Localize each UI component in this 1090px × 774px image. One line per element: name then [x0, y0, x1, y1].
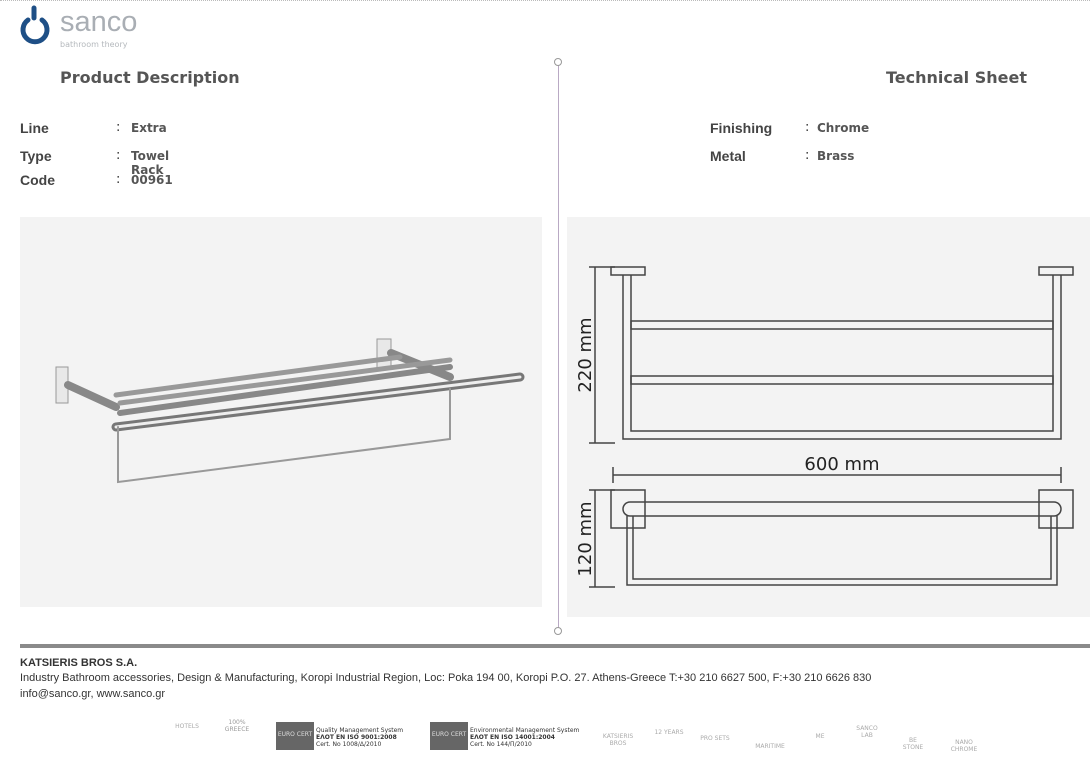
spec-value: Chrome	[817, 121, 870, 135]
badge-pro-sets: PRO SETS	[700, 735, 730, 742]
spec-label: Code	[20, 172, 55, 188]
spec-value: Brass	[817, 149, 855, 163]
badge-nano-chrome: NANO CHROME	[950, 739, 978, 753]
ems-cert-no: Cert. No 144/Π/2010	[470, 741, 532, 748]
spec-value: Towel Rack	[131, 149, 170, 177]
qms-cert: Quality Management System ΕΛΟΤ EN ISO 90…	[316, 727, 403, 748]
height-dimension: 220 mm	[575, 317, 596, 392]
ems-cert: Environmental Management System ΕΛΟΤ EN …	[470, 727, 579, 748]
technical-sheet-title: Technical Sheet	[886, 68, 1027, 87]
spec-sep: :	[805, 120, 810, 135]
product-description-title: Product Description	[60, 68, 240, 87]
certifications: HOTELS 100% GREECE EURO CERT Quality Man…	[170, 715, 990, 755]
divider-dot-bottom	[554, 627, 562, 635]
spec-sep: :	[805, 148, 810, 163]
divider-dot-top	[554, 58, 562, 66]
drop-icon	[20, 5, 50, 45]
column-divider	[558, 62, 559, 632]
badge-be-stone: BE STONE	[902, 737, 924, 751]
towel-rack-image	[55, 338, 525, 484]
brand-tagline: bathroom theory	[60, 40, 128, 49]
spec-label: Line	[20, 120, 49, 136]
qms-title: Quality Management System	[316, 727, 404, 734]
technical-drawing: 220 mm 600 mm 120 mm	[567, 217, 1090, 617]
dimension-drawing: 220 mm 600 mm 120 mm	[575, 266, 1074, 588]
qms-cert-no: Cert. No 1008/Δ/2010	[316, 741, 382, 748]
ems-title: Environmental Management System	[470, 727, 580, 734]
sanco-logo[interactable]: sanco bathroom theory	[18, 4, 148, 50]
spec-value: 00961	[131, 173, 173, 187]
spec-label: Type	[20, 148, 52, 164]
spec-sep: :	[116, 148, 121, 163]
badge-katsieris: KATSIERIS BROS	[602, 733, 634, 747]
hotels-badge: HOTELS	[175, 723, 199, 730]
spec-label: Metal	[710, 148, 746, 164]
depth-dimension: 120 mm	[575, 501, 596, 576]
badge-12-years: 12 YEARS	[654, 729, 684, 736]
width-dimension: 600 mm	[804, 454, 879, 475]
greece-badge: 100% GREECE	[224, 719, 250, 733]
spec-label: Finishing	[710, 120, 773, 136]
qms-standard: ΕΛΟΤ EN ISO 9001:2008	[316, 734, 397, 741]
spec-value: Extra	[131, 121, 167, 135]
footer-divider	[20, 644, 1090, 648]
spec-sep: :	[116, 172, 121, 187]
company-name: KATSIERIS BROS S.A.	[20, 657, 138, 669]
ems-standard: ΕΛΟΤ EN ISO 14001:2004	[470, 734, 555, 741]
brand-name: sanco	[60, 6, 138, 38]
badge-sanco-lab: SANCO LAB	[856, 725, 878, 739]
eurocert-logo: EURO CERT	[276, 722, 314, 750]
company-address: Industry Bathroom accessories, Design & …	[20, 672, 872, 684]
eurocert-logo-2: EURO CERT	[430, 722, 468, 750]
badge-maritime: MARITIME	[755, 743, 785, 750]
company-contact[interactable]: info@sanco.gr, www.sanco.gr	[20, 688, 166, 700]
top-border	[0, 0, 1090, 1]
spec-sep: :	[116, 120, 121, 135]
badge-me: ME	[815, 733, 825, 740]
product-photo	[20, 217, 542, 607]
